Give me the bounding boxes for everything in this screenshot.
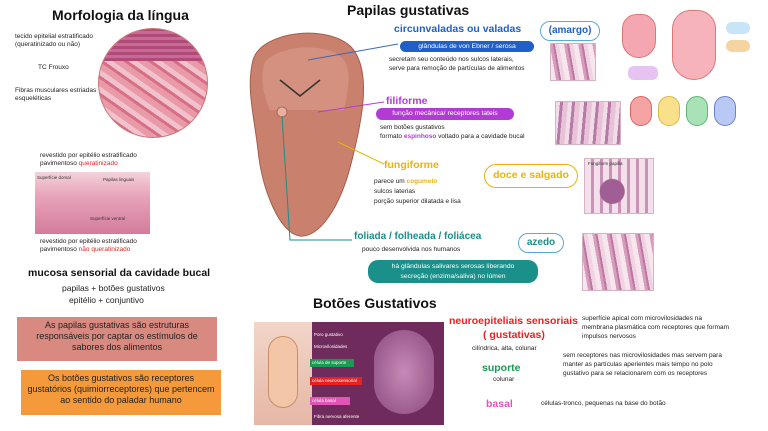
papilas-title: Papilas gustativas [347, 2, 470, 18]
neuroepitelial-desc3: impulsos nervosos [582, 333, 636, 340]
suporte-title: suporte [482, 362, 521, 374]
dorsal-epithelium-line2: pavimentoso queratinizado [40, 160, 118, 167]
papilas-info-box: As papilas gustativas são estruturas res… [17, 317, 217, 361]
suporte-shape: colunar [493, 376, 515, 383]
tongue-map-diagrams [610, 4, 760, 134]
taste-sour-bubble: azedo [518, 233, 564, 253]
foliada-micrograph [582, 233, 654, 291]
circunvaladas-micrograph [550, 43, 596, 81]
basal-desc: células-tronco, pequenas na base do botã… [541, 400, 666, 407]
neuroepitelial-desc1: superfície apical com microvilosidades n… [582, 315, 702, 322]
dorsal-epithelium-line1: revestido por epitélio estratificado [40, 152, 137, 159]
suporte-desc2: manter as partículas aperientes mais tem… [563, 361, 713, 368]
mucosa-line1: papilas + botões gustativos [62, 283, 165, 293]
neuroepitelial-subtitle: ( gustativas) [483, 329, 545, 341]
circunvaladas-title: circunvaladas ou valadas [394, 23, 522, 35]
fungiforme-line1: parece um cogumelo [374, 178, 438, 185]
suporte-desc1: sem receptores nas microvilosidades mas … [563, 352, 722, 359]
suporte-desc3: gustativo para se relacionarem com os re… [563, 370, 708, 377]
basal-title: basal [486, 398, 513, 410]
filiforme-micrograph [555, 101, 621, 145]
mucosa-title: mucosa sensorial da cavidade bucal [28, 267, 211, 279]
mucosa-line2: epitélio + conjuntivo [69, 295, 144, 305]
neuroepitelial-title: neuroepiteliais sensoriais [449, 315, 578, 327]
neuroepitelial-desc2: membrana plasmática com receptores que f… [582, 324, 730, 331]
circunvaladas-line2: serve para remoção de partículas de alim… [389, 65, 525, 72]
taste-bud-diagram: Poro gustativo Microvilosidades célula d… [254, 322, 444, 425]
tongue-tissue-micrograph [98, 28, 208, 138]
filiforme-line2: formato espinhoso voltado para a cavidad… [380, 133, 525, 140]
fungiforme-title: fungiforme [384, 159, 439, 171]
ventral-epithelium-line1: revestido por epitélio estratificado [40, 238, 137, 245]
circunvaladas-line1: secretam seu conteúdo nos sulcos laterai… [389, 56, 514, 63]
fungiforme-micrograph: Fungiform papilla [584, 158, 654, 214]
taste-bitter-bubble: (amargo) [540, 21, 600, 41]
circunvaladas-badge: glândulas de von Ebner / serosa [400, 41, 534, 52]
foliada-badge: há glândulas salivares serosas liberando… [368, 260, 538, 283]
label-tc-frouxo: TC Frouxo [38, 64, 69, 71]
label-epithelium: tecido epitelial estratificado (queratin… [15, 33, 94, 48]
taste-sweet-salty-bubble: doce e salgado [484, 164, 578, 188]
morphology-title: Morfologia da língua [52, 7, 189, 23]
fungiforme-line2: sulcos laterias [374, 188, 416, 195]
filiforme-badge: função mecânica/ receptores tateis [376, 108, 514, 120]
neuroepitelial-shape: cilíndrica, alta, colunar [472, 345, 537, 352]
foliada-title: foliada / folheada / foliácea [354, 231, 482, 242]
tongue-section-diagram: Superfície dorsal Papilas linguais Super… [35, 172, 150, 234]
filiforme-line1: sem botões gustativos [380, 124, 445, 131]
foliada-line1: pouco desenvolvida nos humanos [362, 246, 461, 253]
botoes-info-box: Os botões gustativos são receptores gust… [21, 370, 221, 415]
ventral-epithelium-line2: pavimentoso não queratinizado [40, 246, 131, 253]
filiforme-title: filiforme [386, 95, 428, 107]
botoes-title: Botões Gustativos [313, 295, 437, 311]
fungiforme-line3: porção superior dilatada e lisa [374, 198, 461, 205]
label-muscle-fibers: Fibras musculares estriadas esqueléticas [15, 87, 97, 102]
